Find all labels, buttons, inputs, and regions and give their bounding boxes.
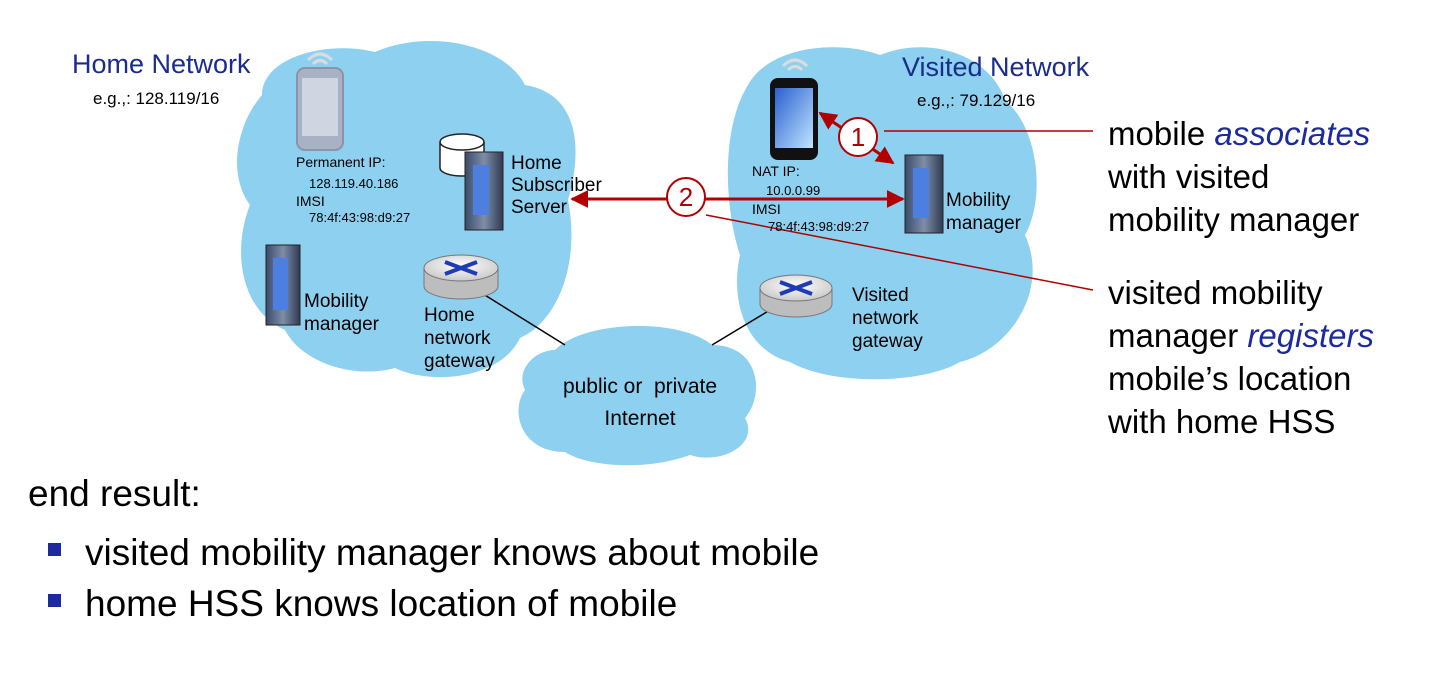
- permanent-ip-value: 128.119.40.186: [309, 176, 399, 191]
- home-gateway-router-icon: [423, 254, 499, 300]
- visited-network-title: Visited Network: [902, 52, 1090, 82]
- end-result-heading: end result:: [28, 473, 201, 514]
- home-mobility-manager-label: Mobility manager: [304, 291, 379, 335]
- step-2-note-pre: visited mobility manager: [1108, 274, 1323, 354]
- step-2-note: visited mobility manager registers mobile…: [1108, 272, 1374, 444]
- visited-imsi-value: 78:4f:43:98:d9:27: [768, 219, 870, 234]
- visited-mobility-manager-label: Mobility manager: [946, 190, 1021, 234]
- end-result-item-text: visited mobility manager knows about mob…: [85, 532, 820, 573]
- visited-mobile-icon: [770, 58, 818, 160]
- visited-gateway-router-icon: [759, 274, 833, 318]
- visited-imsi-label: IMSI: [752, 201, 781, 217]
- end-result-item: home HSS knows location of mobile: [48, 583, 677, 625]
- callout-line-2: [705, 214, 1094, 291]
- permanent-ip-label: Permanent IP:: [296, 154, 386, 170]
- nat-ip-value: 10.0.0.99: [766, 183, 821, 198]
- end-result-item: visited mobility manager knows about mob…: [48, 532, 819, 574]
- home-imsi-value: 78:4f:43:98:d9:27: [309, 210, 411, 225]
- home-network-prefix: e.g.,: 128.119/16: [93, 89, 220, 108]
- bullet-icon: [48, 542, 61, 556]
- step-1-marker: 1: [838, 117, 878, 157]
- internet-cloud: [518, 326, 757, 466]
- home-gateway-label: Home network gateway: [424, 305, 495, 372]
- step-1-note-post: with visited mobility manager: [1108, 157, 1360, 238]
- visited-gateway-label: Visited network gateway: [852, 285, 923, 352]
- bullet-icon: [48, 593, 61, 607]
- home-mobility-manager-icon: [265, 244, 301, 326]
- home-gateway-link: [479, 291, 566, 346]
- nat-ip-label: NAT IP:: [752, 163, 800, 179]
- end-result-item-text: home HSS knows location of mobile: [85, 583, 678, 624]
- hss-server-icon: [464, 151, 504, 231]
- registers-emphasis: registers: [1247, 316, 1374, 354]
- step-2-note-post: mobile’s location with home HSS: [1108, 359, 1352, 440]
- hss-label: Home Subscriber Server: [511, 153, 602, 218]
- associates-emphasis: associates: [1214, 115, 1371, 152]
- step-1-note: mobile associates with visited mobility m…: [1108, 113, 1370, 242]
- home-network-title: Home Network: [72, 49, 251, 79]
- home-mobile-icon: [296, 52, 344, 151]
- visited-gateway-link: [711, 309, 771, 346]
- visited-network-prefix: e.g.,: 79.129/16: [917, 91, 1036, 110]
- step-2-marker: 2: [666, 177, 706, 217]
- home-imsi-label: IMSI: [296, 193, 325, 209]
- internet-label: public or private Internet: [562, 375, 718, 430]
- step-1-note-pre: mobile: [1108, 115, 1215, 152]
- visited-mobility-manager-icon: [904, 154, 944, 234]
